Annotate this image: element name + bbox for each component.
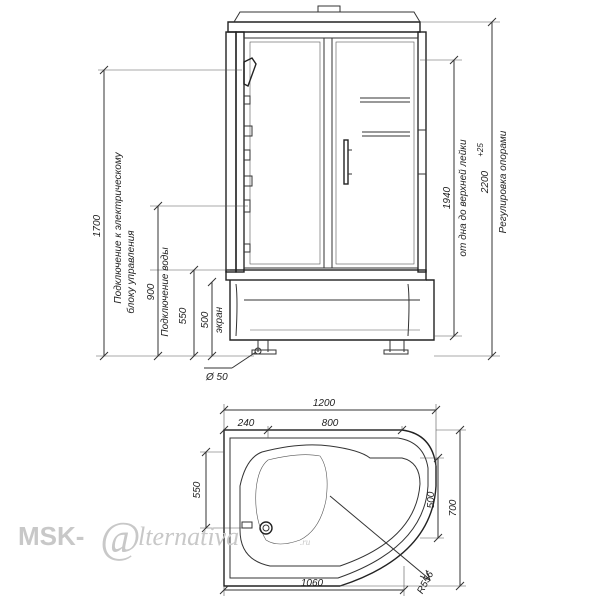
dim-width-bottom: 1060 <box>301 578 324 589</box>
cabin-side-view <box>225 5 435 355</box>
dim-height-overall: 2200 <box>480 170 491 194</box>
dim-height-glass: 1940 <box>442 186 453 209</box>
dim-depth-left: 550 <box>192 481 203 498</box>
label-legs: Регулировка опорами <box>498 130 509 233</box>
dim-height-electric: 900 <box>146 283 157 300</box>
watermark-left: MSK- <box>18 521 84 551</box>
label-screen: экран <box>214 306 225 333</box>
watermark-logo: MSK- @ lternativa .ru <box>18 513 311 562</box>
dim-height-tray: 500 <box>200 311 211 328</box>
dim-height-water: 550 <box>178 307 189 324</box>
dim-width-total: 1200 <box>313 398 336 409</box>
dim-height-overall-tol: +25 <box>476 143 485 157</box>
tray-plan-view <box>223 429 437 587</box>
dim-radius: R556 <box>415 569 436 596</box>
label-glass-from: от дна до верхней лейки <box>458 139 469 257</box>
dim-drain-diameter: Ø 50 <box>205 372 228 383</box>
plan-view-dimensions <box>200 404 466 596</box>
dim-offset-left: 240 <box>237 418 255 429</box>
label-water: Подключение воды <box>160 247 171 337</box>
dim-depth-inner: 500 <box>426 491 437 508</box>
plan-view-dim-texts: 1200 240 800 550 500 700 1060 R556 <box>192 398 459 596</box>
dim-depth-total: 700 <box>448 499 459 516</box>
side-view-dim-texts: 1700 Подключение к электрическому блоку … <box>92 130 509 383</box>
watermark-script: lternativa <box>138 522 239 551</box>
dim-height-total: 1700 <box>92 214 103 237</box>
side-view-dimensions <box>96 17 500 369</box>
watermark-at-icon: @ <box>100 513 140 562</box>
watermark-suffix: .ru <box>300 537 311 547</box>
label-electric-line2: блоку управления <box>125 230 137 314</box>
dim-width-inner: 800 <box>322 418 339 429</box>
label-electric-line1: Подключение к электрическому <box>113 151 124 303</box>
